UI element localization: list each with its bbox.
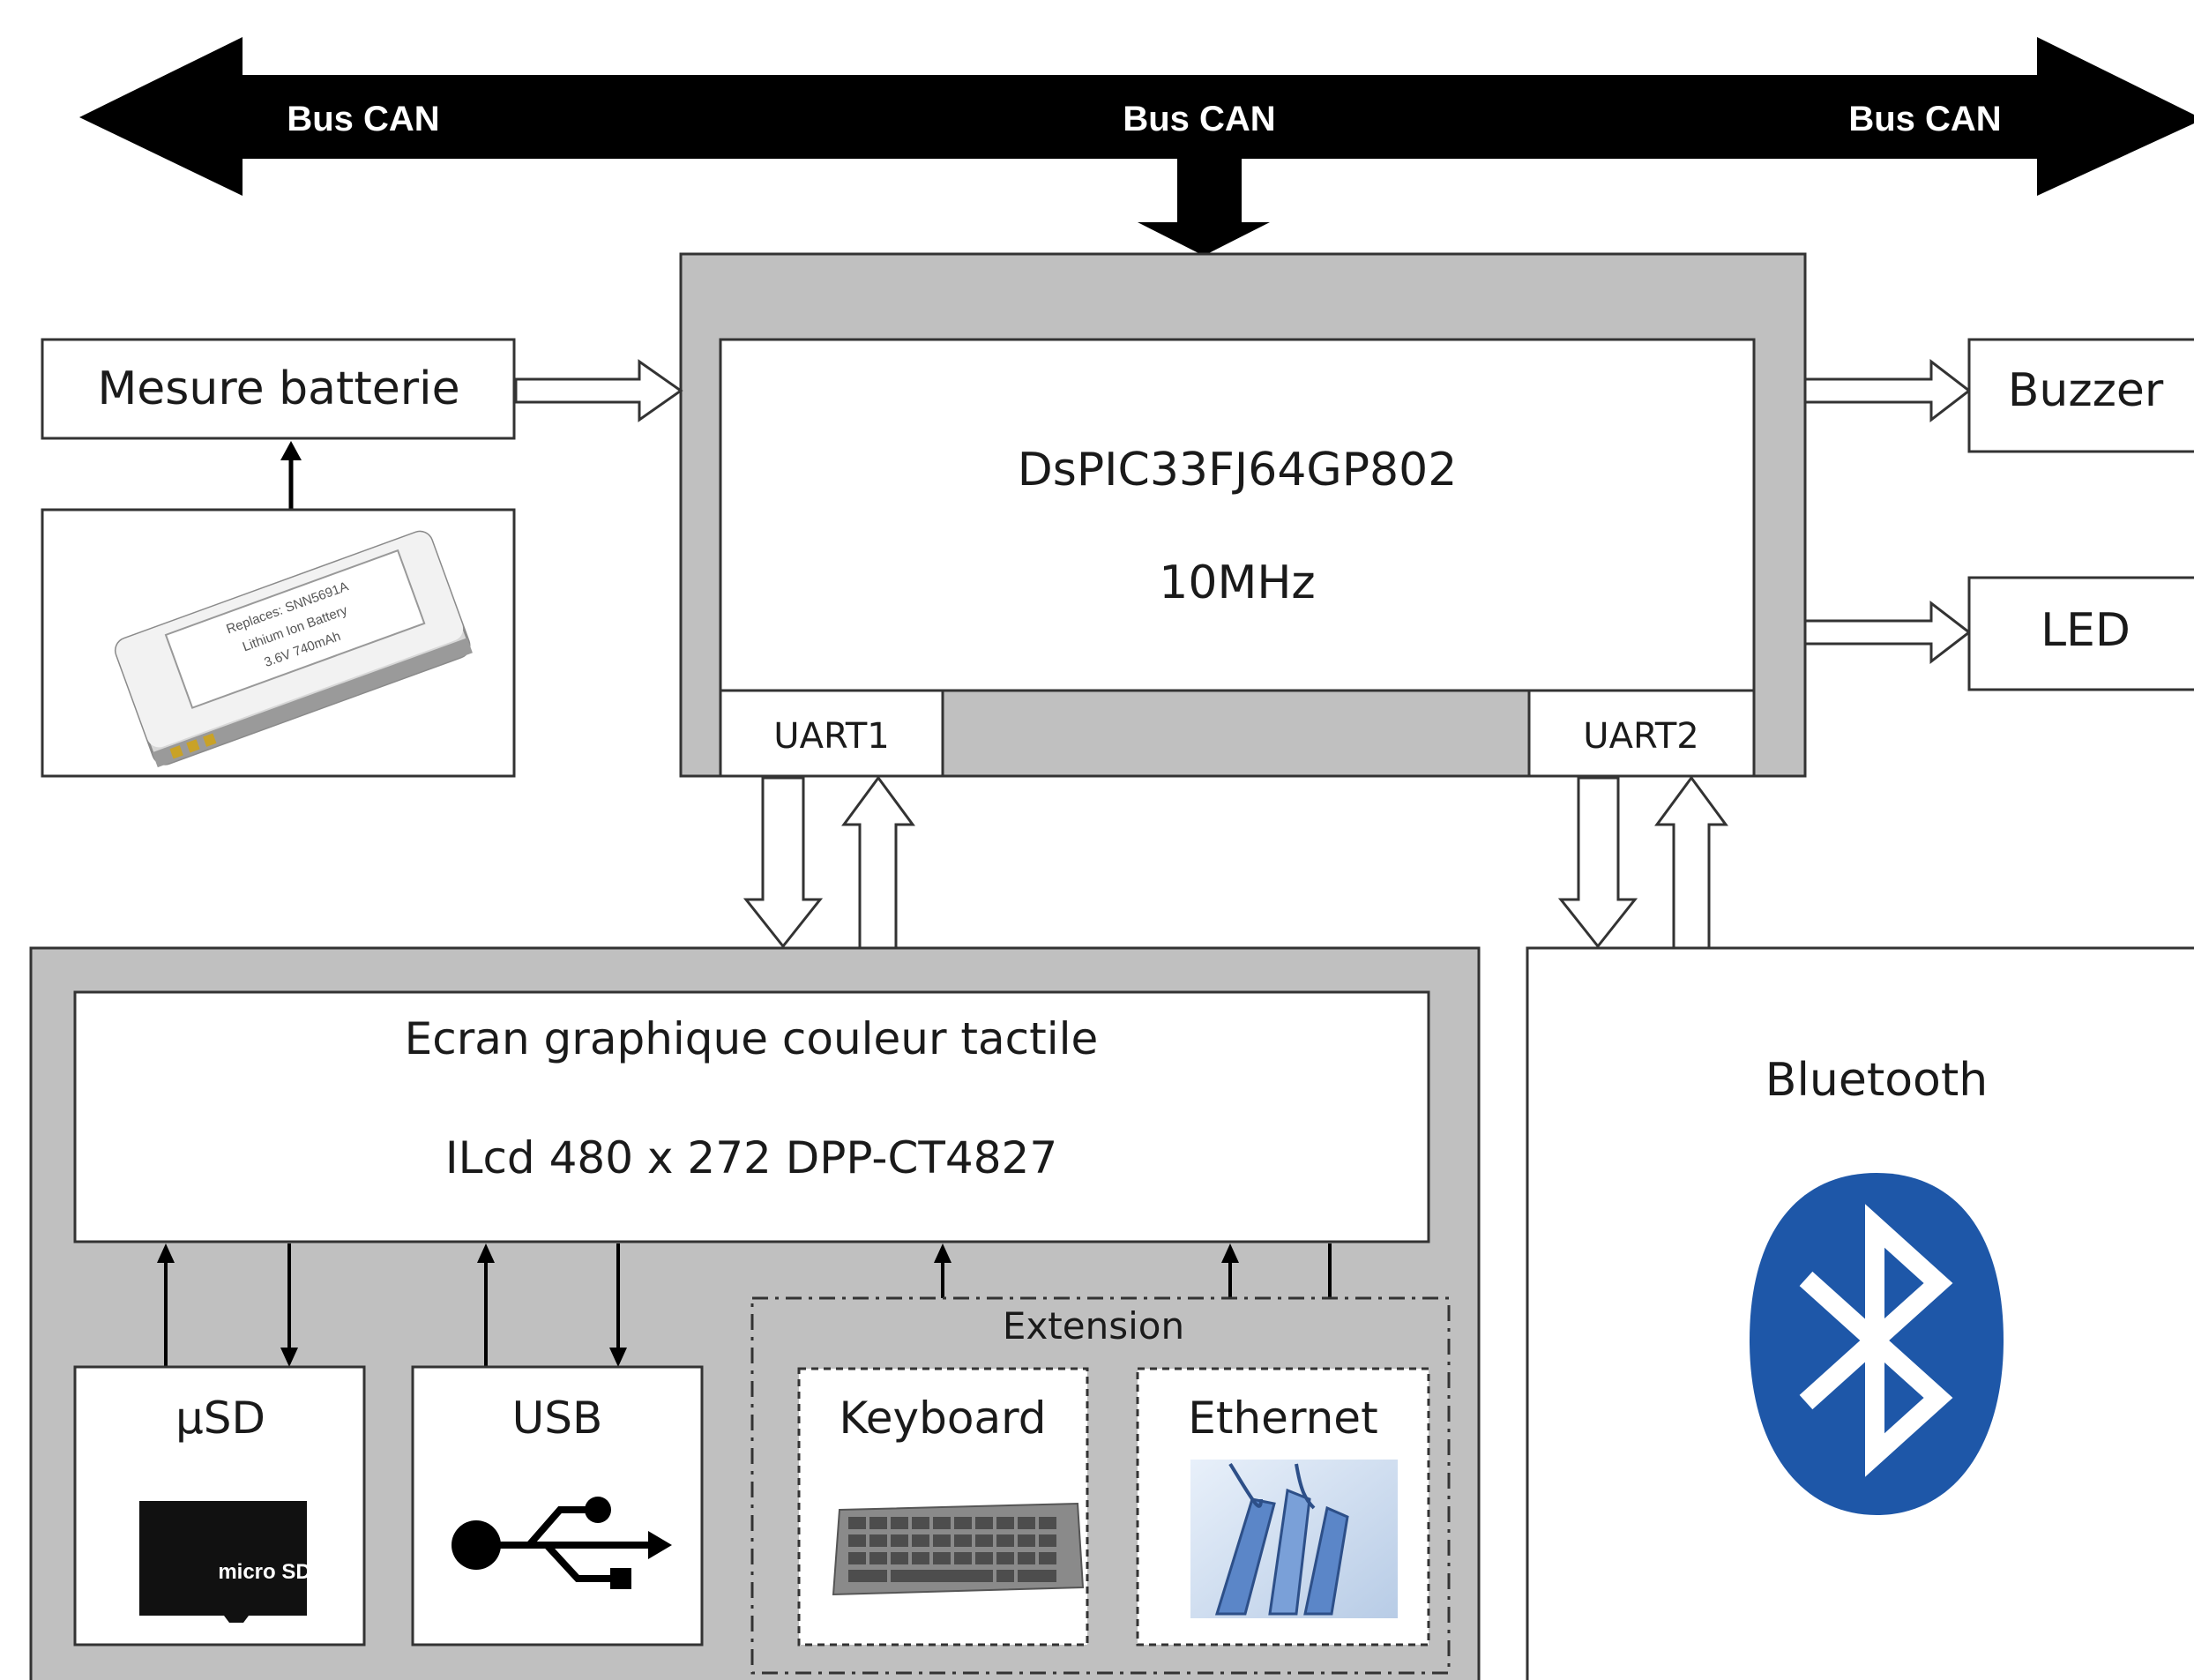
mcu-block: DsPIC33FJ64GP802 10MHz UART1 UART2 [679, 252, 1807, 778]
mcu-core-box [719, 338, 1756, 692]
ethernet-icon [1190, 1460, 1398, 1618]
can-bus-arrow [79, 37, 2194, 196]
battery-measure-box [41, 338, 516, 440]
can-bus-tap-arrow [1138, 154, 1270, 256]
led-box [1967, 576, 2194, 691]
uart2-down-arrow [1557, 776, 1638, 949]
battery-section: Mesure batterie Replaces: SNN5691A Lithi… [41, 338, 683, 778]
mcu-name: DsPIC33FJ64GP802 [1018, 444, 1458, 497]
bluetooth-section: Bluetooth [1526, 946, 2194, 1680]
bus-label-left: Bus CAN [287, 100, 439, 138]
mcu-clock: 10MHz [1159, 556, 1315, 609]
battery-to-mcu-arrow [514, 359, 683, 422]
uart2-label: UART2 [1583, 716, 1698, 757]
display-box [73, 990, 1430, 1243]
usd-logo-text: micro SD [218, 1560, 310, 1584]
keyboard-icon [832, 1502, 1085, 1596]
bluetooth-label: Bluetooth [1765, 1054, 1988, 1107]
display-subsystem: Ecran graphique couleur tactile ILcd 480… [29, 946, 1481, 1680]
usb-box [411, 1365, 704, 1646]
usd-label: µSD [175, 1393, 265, 1444]
uart1-down-arrow [743, 776, 824, 949]
keyboard-label: Keyboard [839, 1393, 1046, 1444]
usb-icon [451, 1497, 672, 1589]
display-title: Ecran graphique couleur tactile [405, 1013, 1099, 1064]
extension-label: Extension [1003, 1304, 1184, 1348]
usb-label: USB [512, 1393, 603, 1444]
buzzer-box [1967, 338, 2194, 453]
bluetooth-icon [1750, 1173, 2004, 1515]
microsd-card-icon: micro SD [139, 1501, 311, 1623]
can-bus: Bus CAN Bus CAN Bus CAN [79, 37, 2194, 256]
uart2-arrows [1557, 775, 1728, 950]
uart2-box [1527, 689, 1756, 778]
led-label: LED [2041, 604, 2131, 657]
bus-label-right: Bus CAN [1848, 100, 2001, 138]
battery-photo: Replaces: SNN5691A Lithium Ion Battery 3… [114, 530, 473, 768]
uart1-up-arrow [841, 775, 915, 950]
uart1-box [719, 689, 944, 778]
battery-measure-label: Mesure batterie [97, 362, 459, 415]
buzzer-label: Buzzer [2008, 364, 2164, 417]
uart1-label: UART1 [773, 716, 889, 757]
mcu-to-buzzer-arrow [1803, 358, 1972, 423]
battery-up-arrowhead [280, 441, 302, 460]
uart1-arrows [743, 775, 915, 950]
bus-label-center: Bus CAN [1123, 100, 1275, 138]
display-model: ILcd 480 x 272 DPP-CT4827 [445, 1132, 1057, 1183]
uart2-up-arrow [1654, 775, 1728, 950]
mcu-to-led-arrow [1803, 600, 1972, 665]
outputs-section: Buzzer LED [1803, 338, 2194, 691]
ethernet-label: Ethernet [1188, 1393, 1377, 1444]
